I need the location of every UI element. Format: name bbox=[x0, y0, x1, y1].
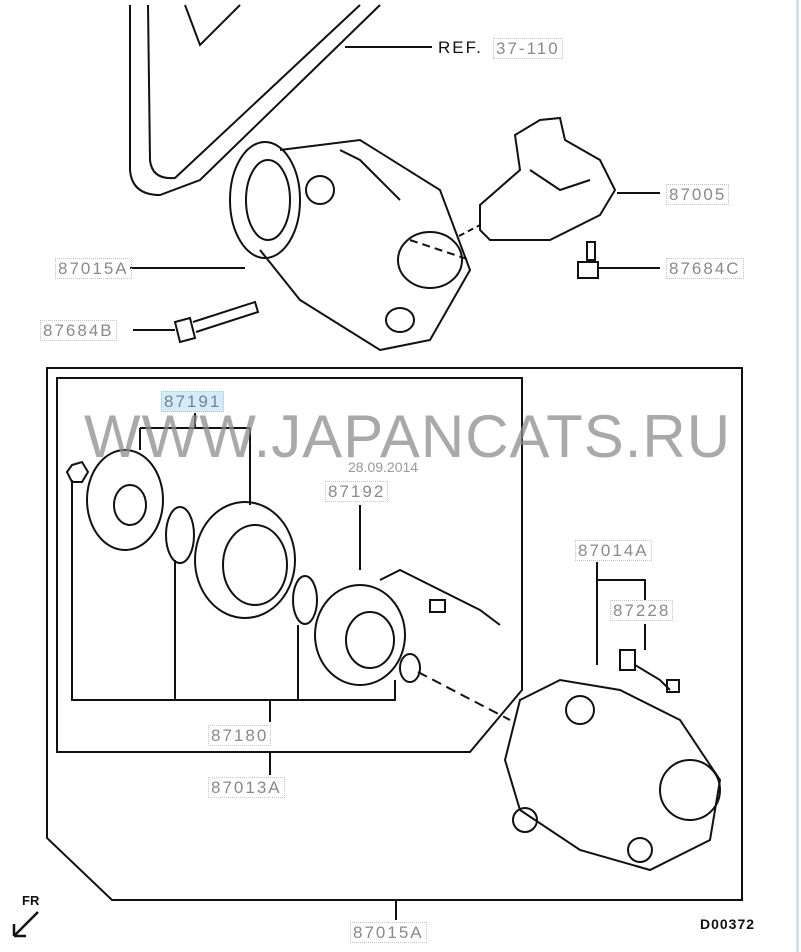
date-stamp: 28.09.2014 bbox=[348, 459, 419, 475]
part-label-87684c[interactable]: 87684C bbox=[666, 258, 744, 279]
part-label-87191[interactable]: 87191 bbox=[161, 391, 225, 412]
part-label-87180[interactable]: 87180 bbox=[208, 725, 272, 746]
part-label-87013a[interactable]: 87013A bbox=[208, 777, 285, 798]
compressor-top bbox=[130, 138, 472, 352]
bracket bbox=[458, 116, 660, 241]
clutch-kit-frame bbox=[56, 377, 523, 753]
right-border bbox=[796, 0, 799, 952]
bolt-87684b bbox=[133, 300, 260, 344]
ref-prefix: REF. bbox=[438, 38, 483, 57]
outer-assembly-frame bbox=[46, 367, 743, 901]
ref-link-37-110[interactable]: 37-110 bbox=[493, 38, 563, 59]
compressor-bottom bbox=[503, 649, 722, 872]
part-label-87005[interactable]: 87005 bbox=[666, 184, 730, 205]
part-label-87015a-bottom[interactable]: 87015A bbox=[350, 922, 427, 943]
diagram-code: D00372 bbox=[700, 916, 756, 932]
clutch-parts bbox=[65, 449, 511, 721]
part-label-87228[interactable]: 87228 bbox=[610, 600, 674, 621]
front-direction-label: FR bbox=[22, 893, 40, 908]
part-label-87684b[interactable]: 87684B bbox=[40, 320, 117, 341]
part-label-87192[interactable]: 87192 bbox=[325, 481, 389, 502]
part-label-87014a[interactable]: 87014A bbox=[575, 540, 652, 561]
bolt-87684c bbox=[577, 241, 660, 279]
drive-belt bbox=[129, 4, 432, 197]
front-direction-arrow-icon bbox=[12, 911, 39, 938]
part-label-87015a-top[interactable]: 87015A bbox=[55, 258, 132, 279]
watermark: WWW.JAPANCATS.RU bbox=[84, 403, 732, 470]
